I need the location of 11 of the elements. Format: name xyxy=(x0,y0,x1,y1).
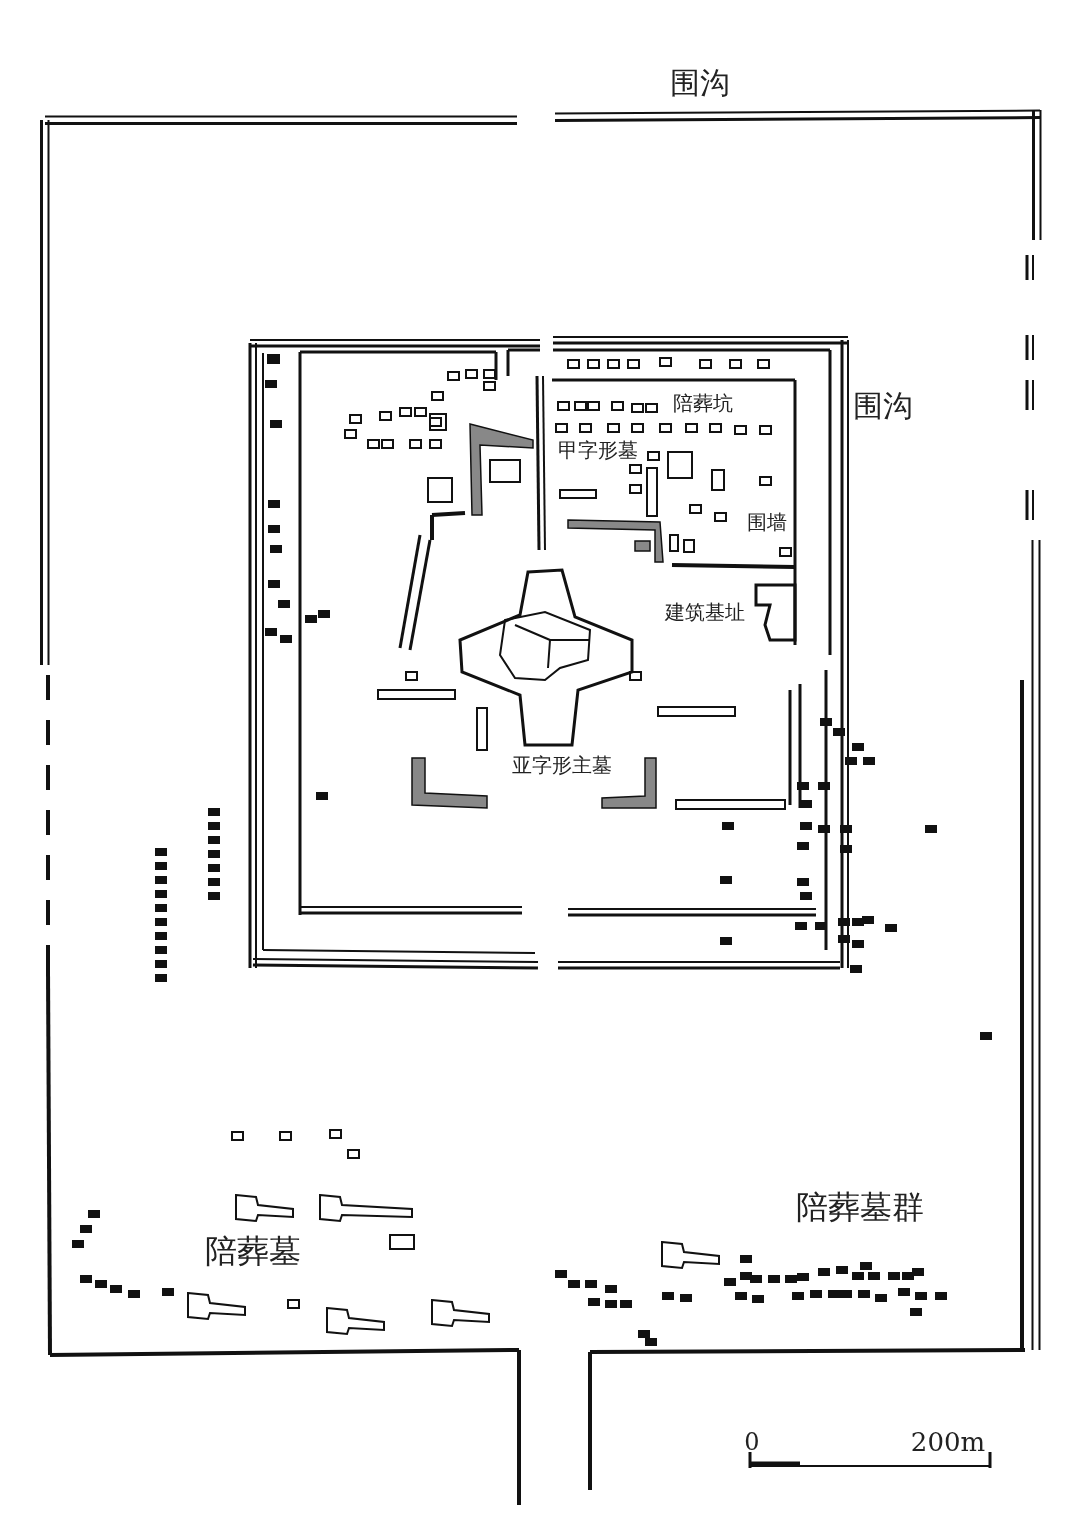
map-label: 甲字形墓 xyxy=(558,439,638,461)
map-label: 围沟 xyxy=(670,65,730,99)
map-label: 建筑基址 xyxy=(665,601,745,623)
map-label: 0 xyxy=(744,1428,760,1456)
map-label: 陪葬墓 xyxy=(205,1234,301,1270)
map-label: 围墙 xyxy=(747,511,787,533)
map-label: 200m xyxy=(910,1427,986,1457)
map-label: 围沟 xyxy=(853,388,913,422)
map-label: 陪葬坑 xyxy=(673,392,733,414)
map-label: 亚字形主墓 xyxy=(512,754,612,776)
map-label: 陪葬墓群 xyxy=(796,1190,924,1226)
